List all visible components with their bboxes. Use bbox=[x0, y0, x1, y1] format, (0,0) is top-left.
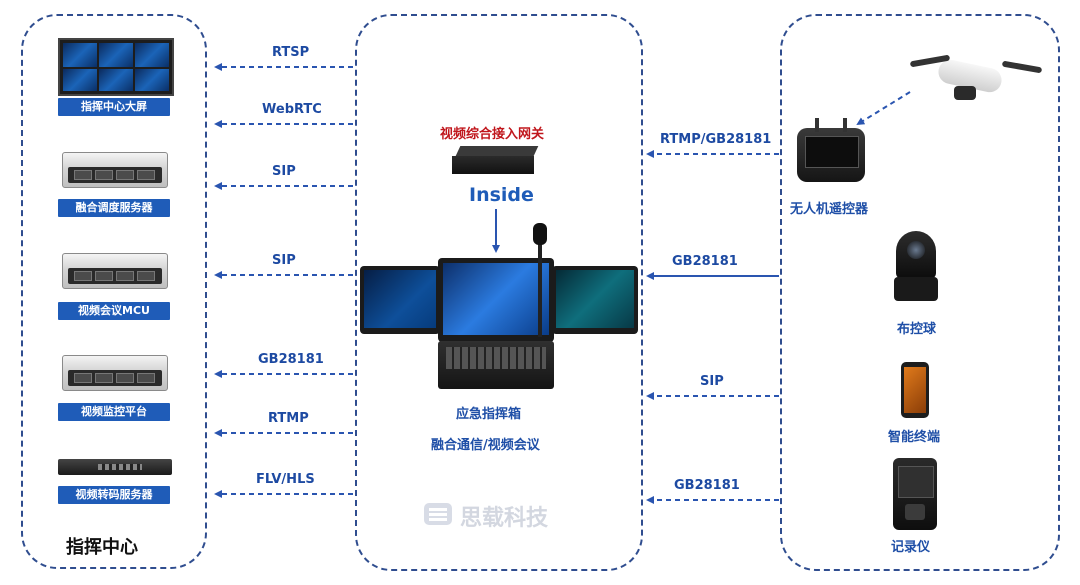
drone-icon bbox=[909, 50, 1043, 110]
protocol-label: SIP bbox=[272, 164, 296, 179]
watermark-text: 思载科技 bbox=[460, 506, 549, 531]
arrow-drone-to-controller bbox=[856, 91, 911, 126]
emergency-box-label: 应急指挥箱 bbox=[456, 407, 522, 422]
emergency-command-box-icon bbox=[358, 223, 642, 395]
emergency-box-panel bbox=[355, 14, 643, 571]
device-label-dispatch-server: 融合调度服务器 bbox=[58, 199, 170, 217]
body-camera-icon bbox=[893, 458, 937, 530]
rack-switch-icon bbox=[58, 459, 172, 475]
protocol-label: RTSP bbox=[272, 45, 310, 60]
emergency-box-sub-label: 融合通信/视频会议 bbox=[431, 438, 540, 453]
protocol-label: FLV/HLS bbox=[256, 472, 315, 487]
command-center-title: 指挥中心 bbox=[66, 537, 138, 558]
device-label-ptz-camera: 布控球 bbox=[897, 322, 937, 337]
server-icon bbox=[62, 253, 168, 289]
device-label-drone-controller: 无人机遥控器 bbox=[790, 202, 869, 217]
protocol-label: RTMP bbox=[268, 411, 309, 426]
device-label-mcu: 视频会议MCU bbox=[58, 302, 170, 320]
field-devices-panel bbox=[780, 14, 1060, 571]
protocol-label: SIP bbox=[272, 253, 296, 268]
protocol-label: GB28181 bbox=[258, 352, 324, 367]
server-icon bbox=[62, 355, 168, 391]
protocol-label: RTMP/GB28181 bbox=[660, 132, 772, 147]
smartphone-icon bbox=[901, 362, 929, 418]
command-center-panel bbox=[21, 14, 207, 569]
gateway-device-icon bbox=[448, 146, 542, 178]
gateway-label: 视频综合接入网关 bbox=[440, 127, 545, 142]
protocol-label: WebRTC bbox=[262, 102, 322, 117]
device-label-transcode-server: 视频转码服务器 bbox=[58, 486, 170, 504]
company-logo-icon bbox=[424, 503, 452, 525]
server-icon bbox=[62, 152, 168, 188]
ptz-camera-icon bbox=[894, 231, 940, 303]
device-label-body-camera: 记录仪 bbox=[891, 540, 931, 555]
device-label-smart-terminal: 智能终端 bbox=[888, 430, 941, 445]
device-label-monitor-platform: 视频监控平台 bbox=[58, 403, 170, 421]
protocol-label: GB28181 bbox=[672, 254, 738, 269]
protocol-label: GB28181 bbox=[674, 478, 740, 493]
drone-controller-icon bbox=[797, 118, 865, 182]
video-wall-icon bbox=[58, 38, 174, 96]
gateway-sub-label: Inside bbox=[469, 184, 534, 206]
device-label-video-wall: 指挥中心大屏 bbox=[58, 98, 170, 116]
protocol-label: SIP bbox=[700, 374, 724, 389]
